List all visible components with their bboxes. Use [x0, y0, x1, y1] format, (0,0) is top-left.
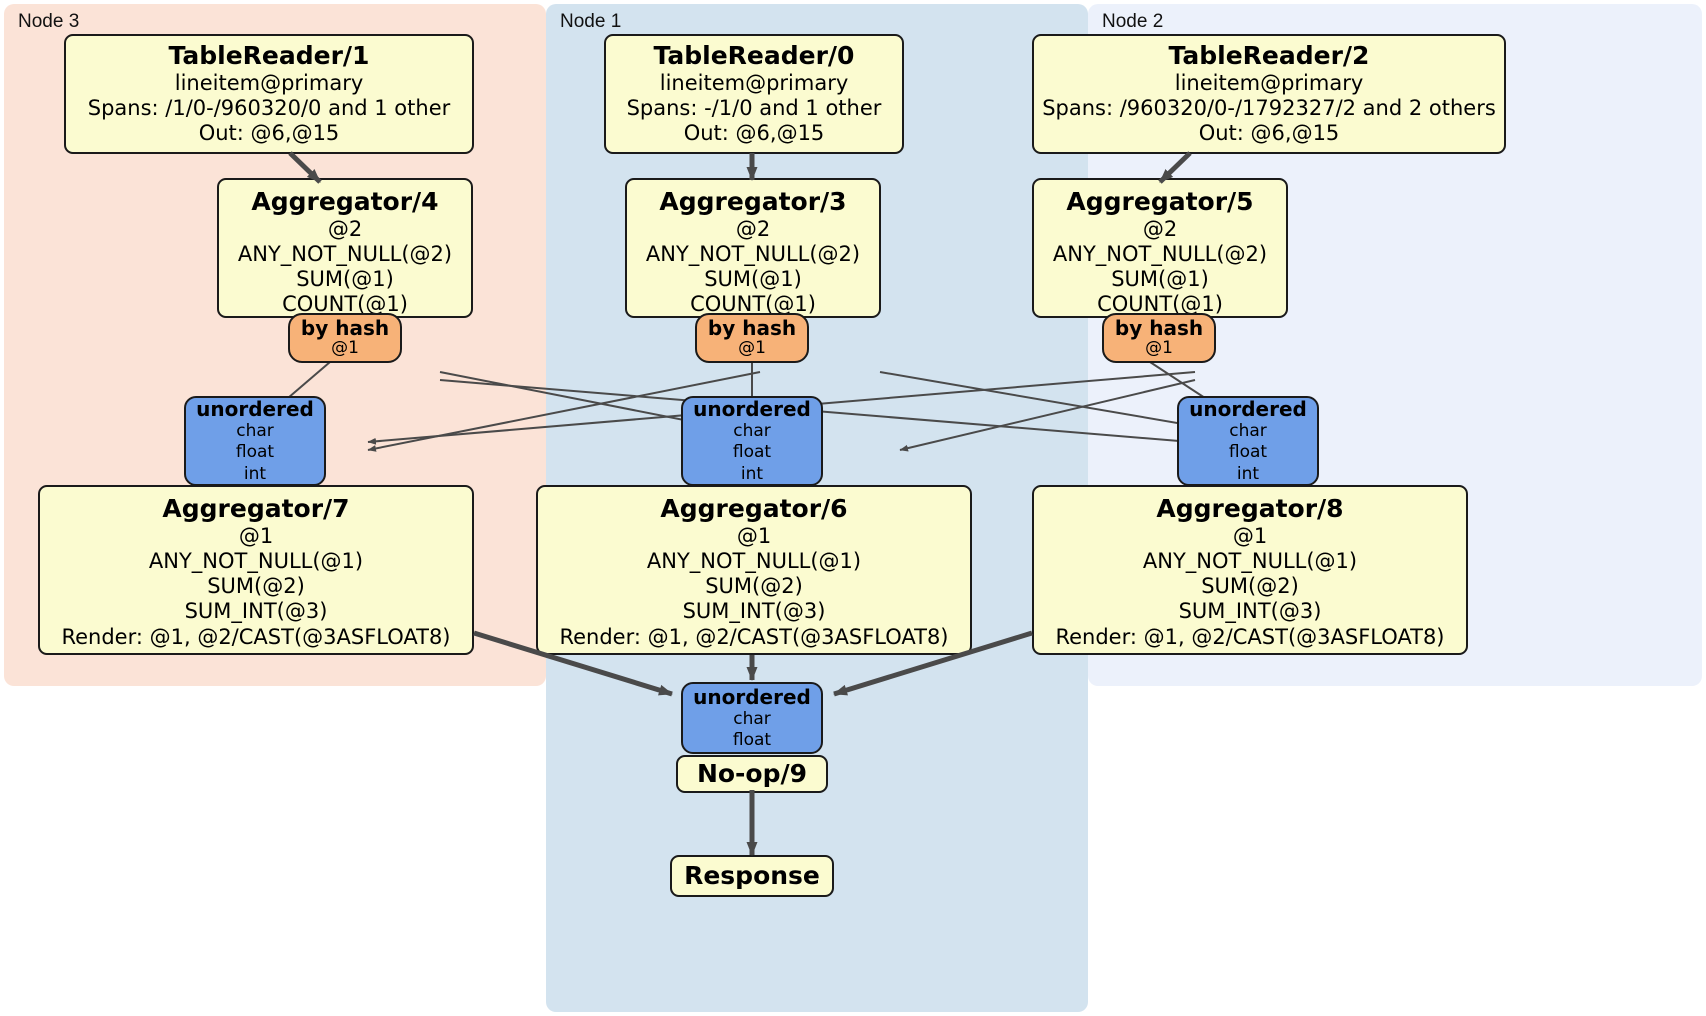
- processor-title: TableReader/2: [1168, 40, 1370, 70]
- processor-aggregator-7[interactable]: Aggregator/7 @1 ANY_NOT_NULL(@1) SUM(@2)…: [38, 485, 474, 655]
- synchronizer-title: unordered: [1189, 397, 1307, 422]
- router-title: by hash: [707, 316, 797, 341]
- processor-detail-line: COUNT(@1): [1097, 292, 1223, 317]
- router-by-hash-node2[interactable]: by hash @1: [1102, 313, 1216, 363]
- processor-title: Aggregator/3: [659, 187, 847, 216]
- processor-detail-line: Out: @6,@15: [683, 120, 825, 145]
- synchronizer-type: int: [1236, 463, 1260, 484]
- synchronizer-unordered-node1[interactable]: unordered char float int: [681, 396, 823, 486]
- processor-title: Aggregator/5: [1066, 187, 1254, 216]
- processor-detail-line: SUM(@1): [1111, 267, 1209, 292]
- processor-detail-line: @2: [735, 216, 771, 241]
- processor-detail-line: ANY_NOT_NULL(@1): [148, 548, 364, 573]
- processor-detail-line: @2: [327, 216, 363, 241]
- processor-detail-line: Out: @6,@15: [1198, 120, 1340, 145]
- synchronizer-title: unordered: [693, 684, 811, 709]
- router-column: @1: [1145, 338, 1173, 359]
- processor-detail-line: lineitem@primary: [174, 70, 364, 95]
- processor-aggregator-5[interactable]: Aggregator/5 @2 ANY_NOT_NULL(@2) SUM(@1)…: [1032, 178, 1288, 318]
- processor-detail-line: SUM(@1): [296, 267, 394, 292]
- processor-aggregator-8[interactable]: Aggregator/8 @1 ANY_NOT_NULL(@1) SUM(@2)…: [1032, 485, 1468, 655]
- processor-title: Aggregator/7: [162, 494, 350, 523]
- router-column: @1: [331, 338, 359, 359]
- processor-table-reader-2[interactable]: TableReader/2 lineitem@primary Spans: /9…: [1032, 34, 1506, 154]
- processor-title: Aggregator/8: [1156, 494, 1344, 523]
- processor-detail-line: lineitem@primary: [659, 70, 849, 95]
- processor-title: TableReader/0: [653, 40, 855, 70]
- processor-aggregator-3[interactable]: Aggregator/3 @2 ANY_NOT_NULL(@2) SUM(@1)…: [625, 178, 881, 318]
- processor-response[interactable]: Response: [670, 855, 834, 897]
- processor-title: TableReader/1: [168, 40, 370, 70]
- processor-noop-9[interactable]: No-op/9: [676, 755, 828, 793]
- processor-detail-line: SUM(@2): [207, 574, 305, 599]
- processor-detail-line: SUM_INT(@3): [682, 599, 826, 624]
- node-panel-label-node3: Node 3: [18, 11, 80, 32]
- processor-aggregator-4[interactable]: Aggregator/4 @2 ANY_NOT_NULL(@2) SUM(@1)…: [217, 178, 473, 318]
- processor-detail-line: lineitem@primary: [1174, 70, 1364, 95]
- processor-render-line: Render: @1, @2/CAST(@3ASFLOAT8): [559, 624, 949, 649]
- processor-title: No-op/9: [696, 758, 808, 788]
- processor-detail-line: COUNT(@1): [690, 292, 816, 317]
- processor-detail-line: ANY_NOT_NULL(@1): [646, 548, 862, 573]
- synchronizer-type: char: [733, 421, 771, 442]
- router-by-hash-node1[interactable]: by hash @1: [695, 313, 809, 363]
- processor-title: Aggregator/4: [251, 187, 439, 216]
- router-title: by hash: [300, 316, 390, 341]
- processor-detail-line: ANY_NOT_NULL(@1): [1142, 548, 1358, 573]
- processor-detail-line: SUM_INT(@3): [184, 599, 328, 624]
- processor-title: Response: [684, 860, 820, 890]
- processor-detail-line: ANY_NOT_NULL(@2): [237, 241, 453, 266]
- synchronizer-unordered-node2[interactable]: unordered char float int: [1177, 396, 1319, 486]
- synchronizer-title: unordered: [196, 397, 314, 422]
- synchronizer-type: char: [236, 421, 274, 442]
- synchronizer-type: float: [1228, 442, 1268, 463]
- processor-title: Aggregator/6: [660, 494, 848, 523]
- processor-detail-line: Spans: /960320/0-/1792327/2 and 2 others: [1042, 95, 1496, 120]
- router-column: @1: [738, 338, 766, 359]
- processor-aggregator-6[interactable]: Aggregator/6 @1 ANY_NOT_NULL(@1) SUM(@2)…: [536, 485, 972, 655]
- processor-detail-line: ANY_NOT_NULL(@2): [1052, 241, 1268, 266]
- synchronizer-type: int: [243, 463, 267, 484]
- synchronizer-type: int: [740, 463, 764, 484]
- synchronizer-title: unordered: [693, 397, 811, 422]
- processor-detail-line: SUM(@2): [1201, 574, 1299, 599]
- router-title: by hash: [1114, 316, 1204, 341]
- node-panel-label-node1: Node 1: [560, 11, 622, 32]
- processor-detail-line: ANY_NOT_NULL(@2): [645, 241, 861, 266]
- processor-render-line: Render: @1, @2/CAST(@3ASFLOAT8): [1055, 624, 1445, 649]
- synchronizer-unordered-final[interactable]: unordered char float: [681, 682, 823, 754]
- processor-detail-line: SUM(@1): [704, 267, 802, 292]
- synchronizer-type: float: [235, 442, 275, 463]
- processor-detail-line: Spans: /1/0-/960320/0 and 1 other: [87, 95, 451, 120]
- synchronizer-type: float: [732, 442, 772, 463]
- processor-detail-line: @1: [238, 523, 274, 548]
- processor-detail-line: SUM_INT(@3): [1178, 599, 1322, 624]
- processor-detail-line: COUNT(@1): [282, 292, 408, 317]
- synchronizer-unordered-node3[interactable]: unordered char float int: [184, 396, 326, 486]
- processor-render-line: Render: @1, @2/CAST(@3ASFLOAT8): [61, 624, 451, 649]
- router-by-hash-node3[interactable]: by hash @1: [288, 313, 402, 363]
- processor-table-reader-0[interactable]: TableReader/0 lineitem@primary Spans: -/…: [604, 34, 904, 154]
- synchronizer-type: float: [732, 730, 772, 750]
- processor-detail-line: @1: [736, 523, 772, 548]
- processor-detail-line: @2: [1142, 216, 1178, 241]
- processor-detail-line: Spans: -/1/0 and 1 other: [626, 95, 882, 120]
- synchronizer-type: char: [733, 708, 771, 729]
- processor-detail-line: Out: @6,@15: [198, 120, 340, 145]
- node-panel-label-node2: Node 2: [1102, 11, 1164, 32]
- synchronizer-type: char: [1229, 421, 1267, 442]
- processor-detail-line: SUM(@2): [705, 574, 803, 599]
- processor-detail-line: @1: [1232, 523, 1268, 548]
- processor-table-reader-1[interactable]: TableReader/1 lineitem@primary Spans: /1…: [64, 34, 474, 154]
